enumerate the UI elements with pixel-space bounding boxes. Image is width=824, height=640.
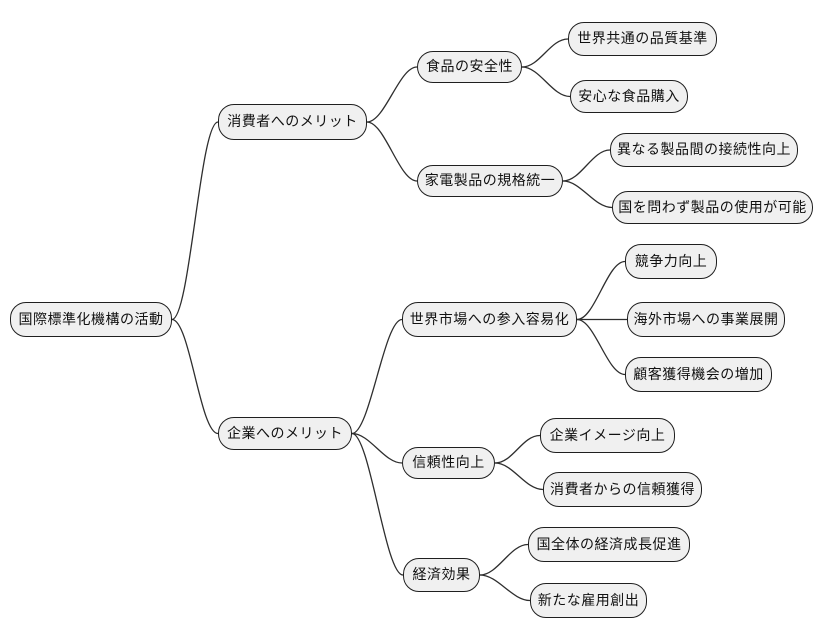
edge-company-to-economy [351, 432, 404, 576]
mindmap-node-customer: 顧客獲得機会の増加 [625, 357, 772, 392]
edge-consumer-to-appliance [366, 121, 418, 182]
mindmap-node-safefood: 安心な食品購入 [570, 80, 688, 113]
edge-trust-to-consumertrust [494, 462, 544, 491]
mindmap-node-growth: 国全体の経済成長促進 [528, 527, 690, 562]
mindmap-node-economy: 経済効果 [403, 558, 480, 592]
edge-appliance-to-anycountry [562, 180, 613, 209]
mindmap-node-compete: 競争力向上 [625, 244, 717, 279]
mindmap-node-trust: 信頼性向上 [402, 447, 495, 479]
mindmap-node-quality: 世界共通の品質基準 [568, 22, 717, 56]
mindmap-node-overseas: 海外市場への事業展開 [627, 302, 785, 337]
edge-trust-to-image [494, 434, 541, 464]
edge-appliance-to-connect [562, 149, 611, 182]
edge-company-to-market [351, 318, 403, 435]
edge-market-to-customer [576, 318, 626, 376]
mindmap-node-consumer: 消費者へのメリット [218, 104, 367, 140]
mindmap-node-anycountry: 国を問わず製品の使用が可能 [612, 191, 813, 224]
mindmap-node-company: 企業へのメリット [218, 417, 352, 450]
edge-root-to-company [171, 318, 219, 435]
mindmap-node-appliance: 家電製品の規格統一 [417, 165, 563, 197]
mindmap-node-market: 世界市場への参入容易化 [402, 302, 577, 337]
edge-company-to-trust [351, 432, 403, 464]
edge-market-to-compete [576, 260, 626, 321]
mindmap-node-food: 食品の安全性 [417, 51, 522, 83]
edge-food-to-safefood [521, 66, 571, 98]
edge-consumer-to-food [366, 66, 418, 123]
mindmap-node-root: 国際標準化機構の活動 [10, 302, 172, 337]
edge-root-to-consumer [171, 121, 219, 321]
edge-economy-to-jobs [479, 574, 531, 602]
mindmap-node-jobs: 新たな雇用創出 [530, 583, 647, 618]
edge-economy-to-growth [479, 543, 529, 576]
mindmap-node-image: 企業イメージ向上 [540, 418, 675, 453]
edge-food-to-quality [521, 38, 569, 68]
mindmap-node-connect: 異なる製品間の接続性向上 [610, 133, 798, 167]
mindmap-node-consumertrust: 消費者からの信頼獲得 [543, 472, 702, 507]
